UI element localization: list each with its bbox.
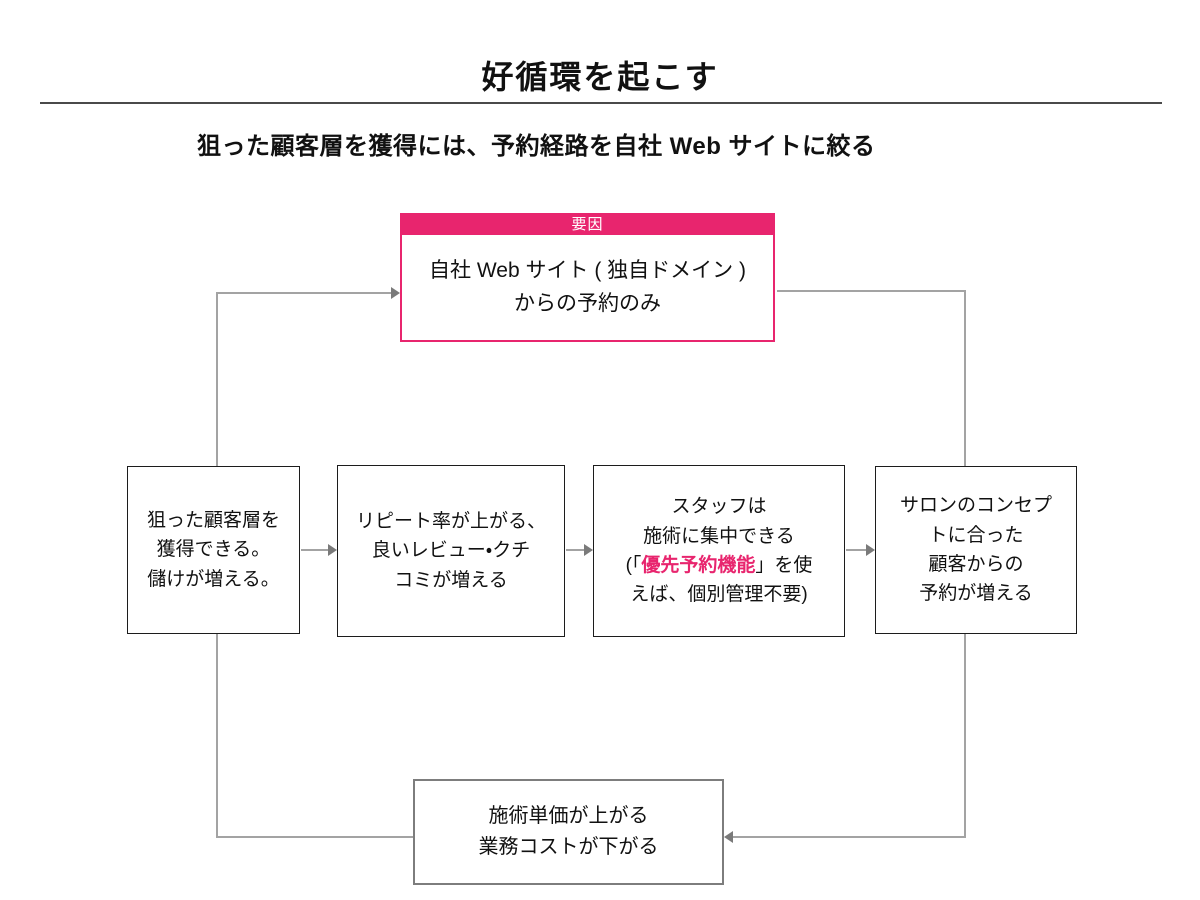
factor-box-text: 自社 Web サイト ( 独自ドメイン ) からの予約のみ (429, 258, 746, 315)
arrowhead-into-factor-icon (391, 287, 400, 299)
flow-box-staff: スタッフは 施術に集中できる (「優先予約機能」を使 えば、個別管理不要) (593, 465, 845, 637)
flow-box-salon: サロンのコンセプ トに合った 顧客からの 予約が増える (875, 466, 1077, 634)
priority-booking-highlight: 優先予約機能 (641, 555, 756, 576)
page-subtitle: 狙った顧客層を獲得には、予約経路を自社 Web サイトに絞る (197, 133, 876, 160)
connector-repeat-to-staff (566, 549, 584, 551)
arrowhead-repeat-to-staff-icon (584, 544, 593, 556)
connector-staff-to-salon (846, 549, 866, 551)
flow-box-staff-line1: スタッフは (671, 496, 767, 518)
title-divider (40, 102, 1162, 104)
flow-box-repeat: リピート率が上がる、 良いレビュー・クチ コミが増える (337, 465, 565, 637)
connector-right-bottom-vertical (964, 634, 966, 837)
flow-box-gain: 狙った顧客層を 獲得できる。 儲けが増える。 (127, 466, 300, 634)
page-title: 好循環を起こす (481, 59, 719, 95)
arrowhead-gain-to-repeat-icon (328, 544, 337, 556)
flow-box-salon-text: サロンのコンセプ トに合った 顧客からの 予約が増える (899, 495, 1052, 605)
flow-box-result: 施術単価が上がる 業務コストが下がる (413, 779, 724, 885)
arrowhead-into-result-icon (724, 831, 733, 843)
connector-into-factor-horizontal (216, 292, 391, 294)
connector-gain-to-repeat (301, 549, 328, 551)
staff-line3-post: 」を使 (755, 555, 813, 576)
flow-box-staff-line3: (「優先予約機能」を使 (626, 551, 813, 580)
flow-box-result-text: 施術単価が上がる 業務コストが下がる (478, 805, 659, 858)
connector-into-result-horizontal (733, 836, 966, 838)
flow-box-staff-line4: えば、個別管理不要) (630, 584, 808, 606)
factor-box: 要因 自社 Web サイト ( 独自ドメイン ) からの予約のみ (400, 213, 775, 342)
staff-line3-pre: (「 (625, 555, 642, 576)
arrowhead-staff-to-salon-icon (866, 544, 875, 556)
connector-result-to-gain-horizontal (216, 836, 413, 838)
connector-factor-out-horizontal (777, 290, 965, 292)
factor-box-header: 要因 (402, 215, 773, 235)
connector-left-bottom-vertical (216, 634, 218, 837)
connector-left-top-vertical (216, 293, 218, 466)
flow-box-gain-text: 狙った顧客層を 獲得できる。 儲けが増える。 (146, 509, 280, 590)
flow-box-repeat-text: リピート率が上がる、 良いレビュー・クチ コミが増える (355, 510, 546, 591)
connector-right-top-vertical (964, 290, 966, 466)
flow-box-staff-line2: 施術に集中できる (643, 525, 795, 547)
